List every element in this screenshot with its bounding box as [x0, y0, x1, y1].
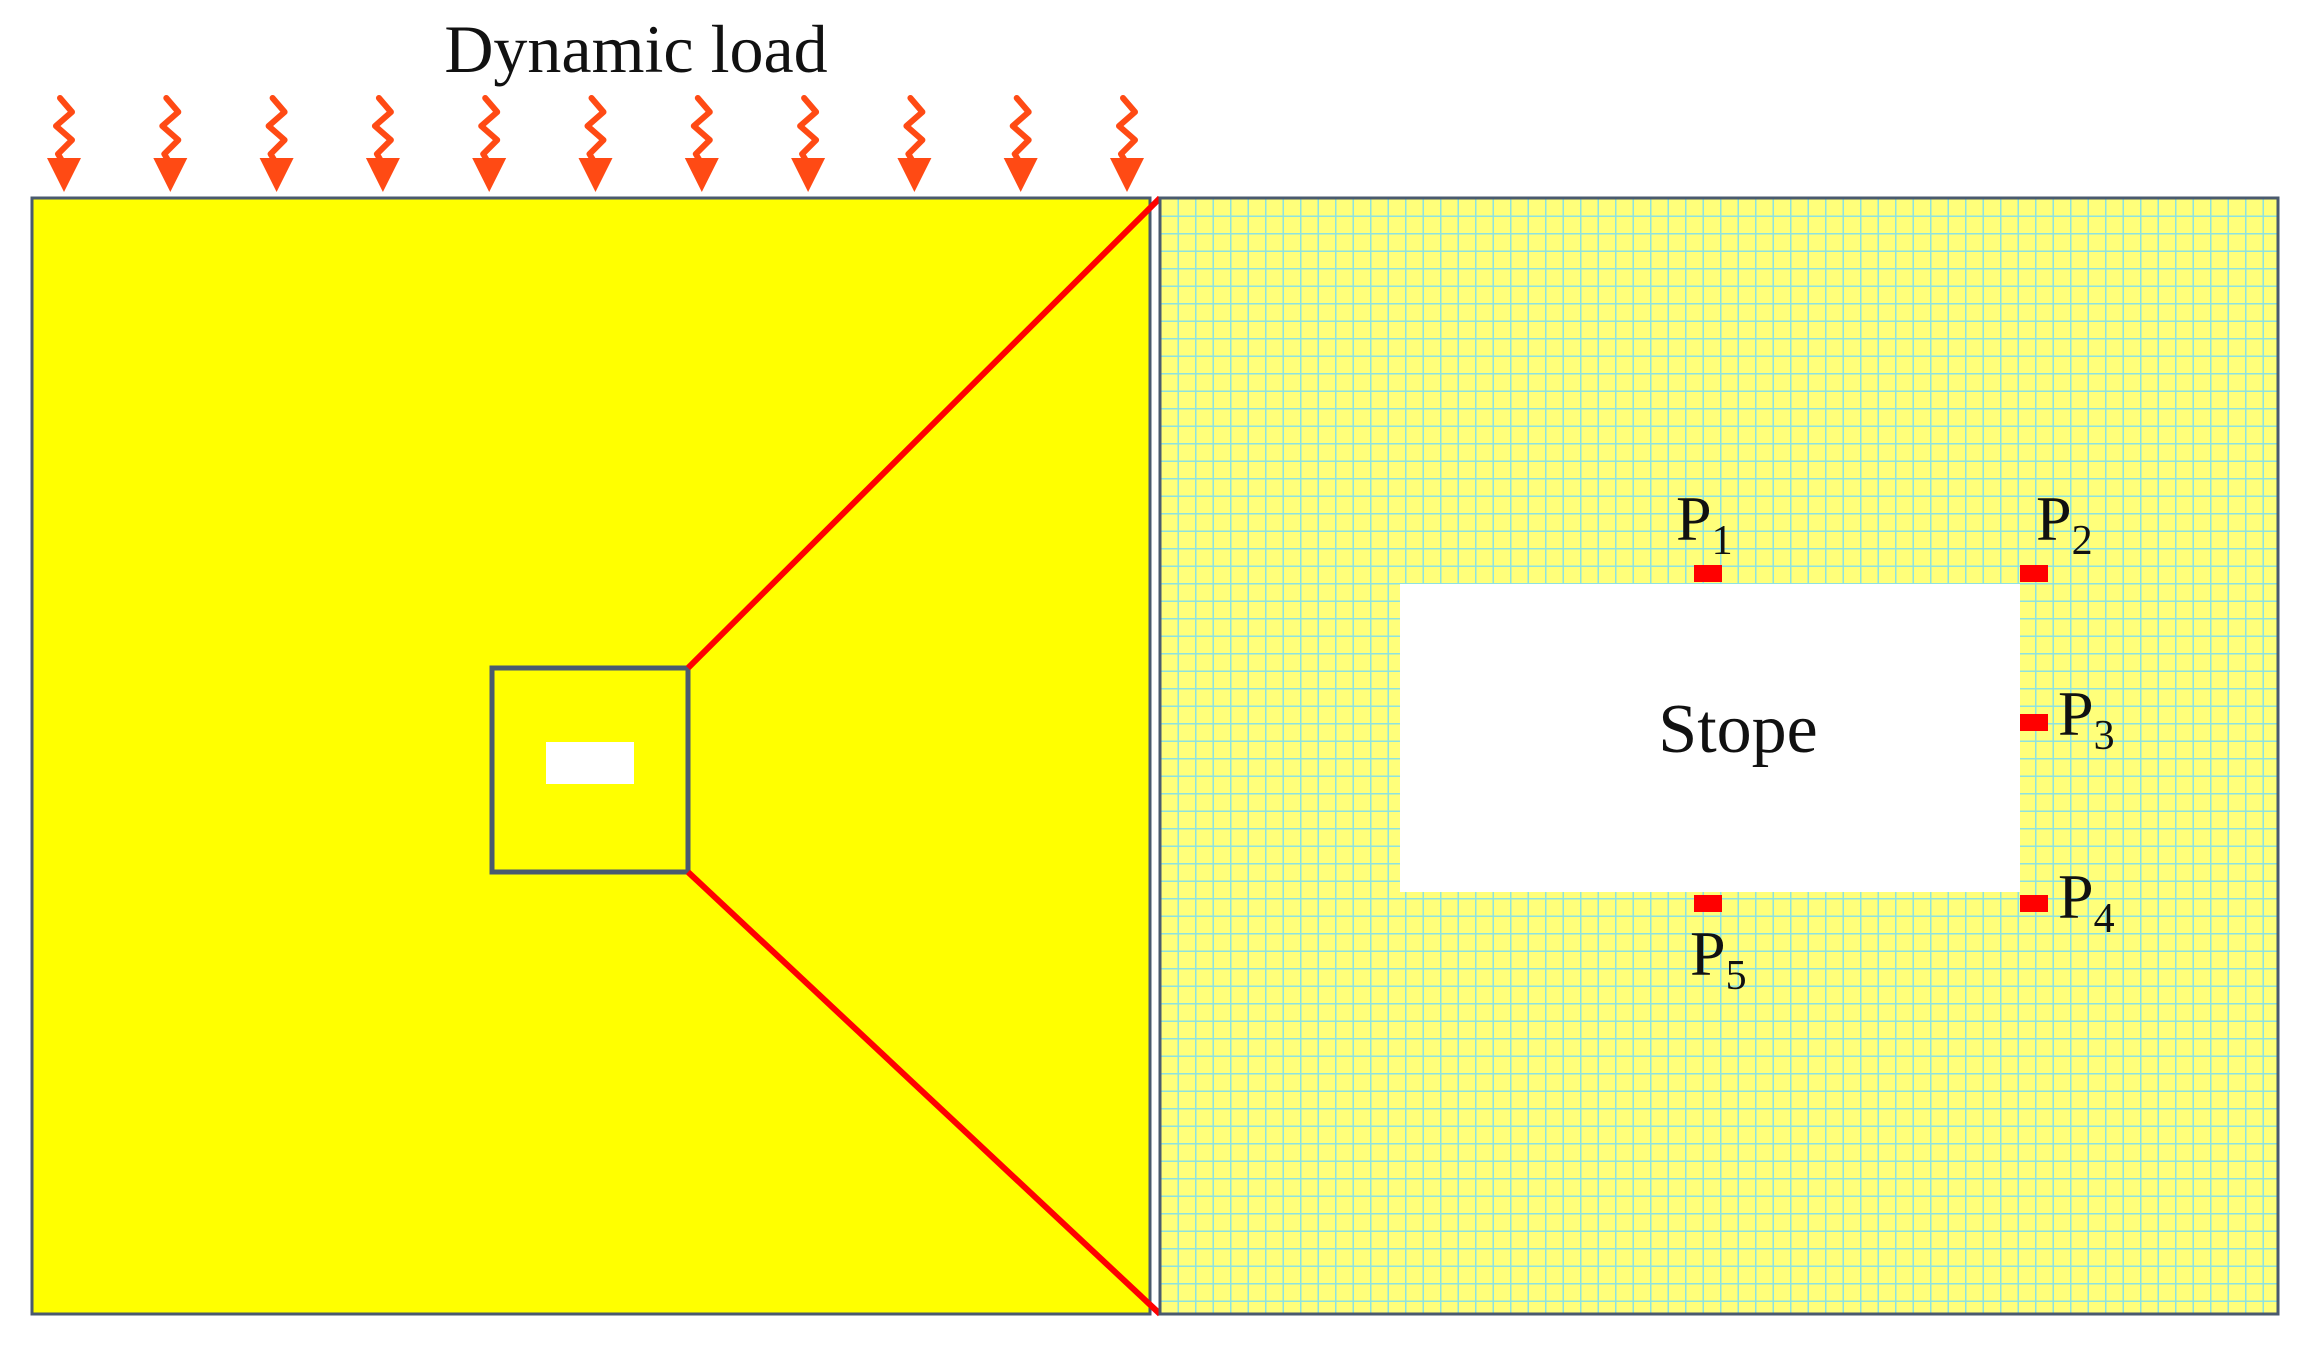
monitor-point-p2-label: P2: [2036, 483, 2093, 564]
load-arrow-icon: [365, 95, 400, 192]
zoom-region-box: [489, 665, 691, 875]
monitor-point-p3-label: P3: [2058, 678, 2115, 759]
p2-subscript: 2: [2072, 518, 2093, 564]
p1-letter: P: [1676, 483, 1712, 554]
stope-small: [546, 742, 634, 784]
diagram-title: Dynamic load: [444, 11, 827, 87]
load-arrow-icon: [897, 95, 932, 192]
load-arrow-icon: [1110, 95, 1144, 192]
monitor-point-p1-label: P1: [1676, 483, 1733, 564]
p3-subscript: 3: [2094, 713, 2115, 759]
monitor-point-p5-marker: [1694, 895, 1722, 912]
load-arrow-icon: [472, 95, 507, 192]
monitor-point-p4-marker: [2020, 895, 2048, 912]
load-arrow-icon: [578, 95, 613, 192]
p5-subscript: 5: [1726, 953, 1747, 999]
monitor-point-p4-label: P4: [2058, 861, 2115, 942]
p1-subscript: 1: [1712, 518, 1733, 564]
monitor-point-p1-marker: [1694, 565, 1722, 582]
load-arrows: [47, 95, 1144, 192]
p5-letter: P: [1690, 918, 1726, 989]
p4-letter: P: [2058, 861, 2094, 932]
load-arrow-icon: [684, 95, 719, 192]
stope-opening: [1400, 584, 2020, 892]
stope-label: Stope: [1658, 691, 1817, 768]
monitor-point-p5-label: P5: [1690, 918, 1747, 999]
zoom-line-bottom: [685, 869, 1163, 1317]
p4-subscript: 4: [2094, 896, 2115, 942]
p3-letter: P: [2058, 678, 2094, 749]
load-arrow-icon: [1003, 95, 1038, 192]
zoom-line-top: [685, 195, 1163, 671]
load-arrow-icon: [791, 95, 826, 192]
monitor-point-p2-marker: [2020, 565, 2048, 582]
monitor-point-p3-marker: [2020, 714, 2048, 731]
p2-letter: P: [2036, 483, 2072, 554]
load-arrow-icon: [47, 95, 81, 192]
load-arrow-icon: [259, 95, 294, 192]
load-arrow-icon: [153, 95, 188, 192]
